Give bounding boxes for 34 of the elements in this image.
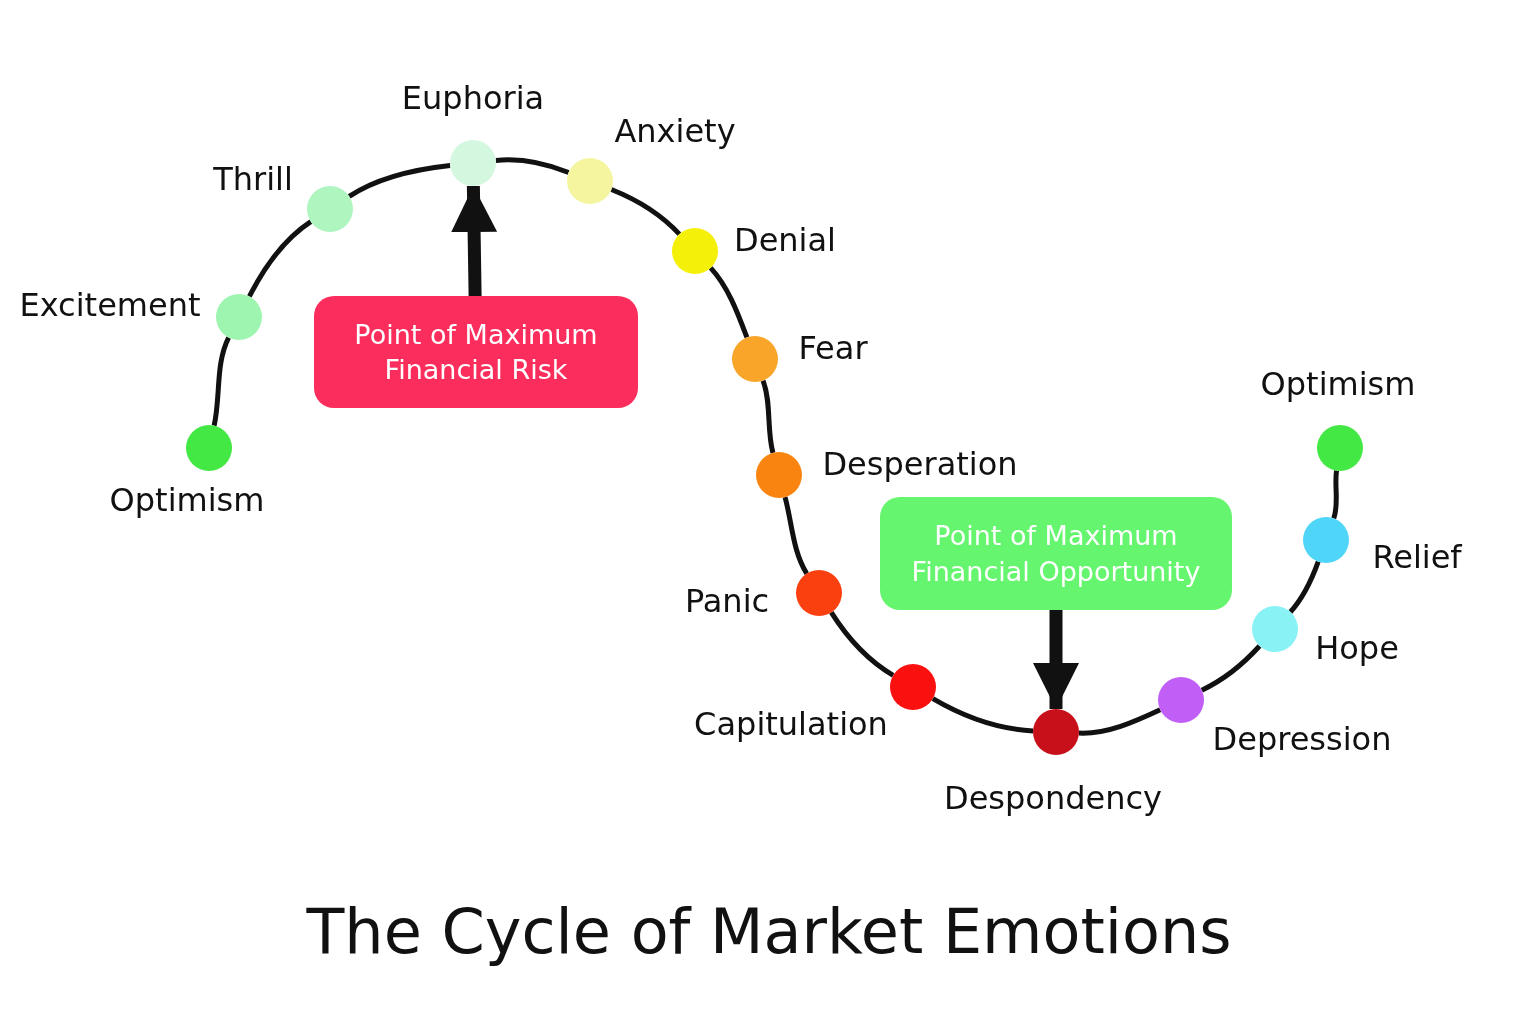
stage-label: Desperation xyxy=(822,445,1018,483)
cycle-curve xyxy=(1078,707,1162,736)
stage-label: Relief xyxy=(1372,538,1462,576)
cycle-curve xyxy=(1331,470,1340,520)
stage-label: Optimism xyxy=(1260,365,1416,403)
cycle-curve xyxy=(610,187,682,236)
callout-box: Point of Maximum Financial Opportunity xyxy=(880,497,1232,610)
cycle-curve xyxy=(495,157,570,175)
stage-label: Capitulation xyxy=(694,705,888,743)
cycle-curve xyxy=(829,611,895,678)
stage-label: Anxiety xyxy=(614,112,736,150)
stage-label: Optimism xyxy=(109,481,265,519)
stage-label: Denial xyxy=(734,221,836,259)
cycle-curve xyxy=(760,379,776,454)
stage-label: Thrill xyxy=(213,160,293,198)
cycle-curve xyxy=(211,336,231,427)
cycle-curve xyxy=(1200,644,1262,693)
stage-label: Despondency xyxy=(944,779,1162,817)
stage-label: Depression xyxy=(1212,720,1392,758)
stage-label: Euphoria xyxy=(401,79,545,117)
stage-label: Fear xyxy=(798,329,868,367)
cycle-curve xyxy=(247,219,313,298)
cycle-curve xyxy=(347,162,451,199)
diagram-title: The Cycle of Market Emotions xyxy=(305,895,1233,968)
stage-label: Hope xyxy=(1315,629,1399,667)
stage-label: Panic xyxy=(684,582,770,620)
cycle-curve xyxy=(782,496,809,575)
cycle-curve xyxy=(1288,560,1321,614)
arrow xyxy=(1033,610,1079,709)
stage-label: Excitement xyxy=(19,286,201,324)
cycle-curve xyxy=(931,696,1034,734)
cycle-curve xyxy=(708,266,750,339)
callout-box: Point of Maximum Financial Risk xyxy=(314,296,638,408)
arrow xyxy=(451,185,498,297)
